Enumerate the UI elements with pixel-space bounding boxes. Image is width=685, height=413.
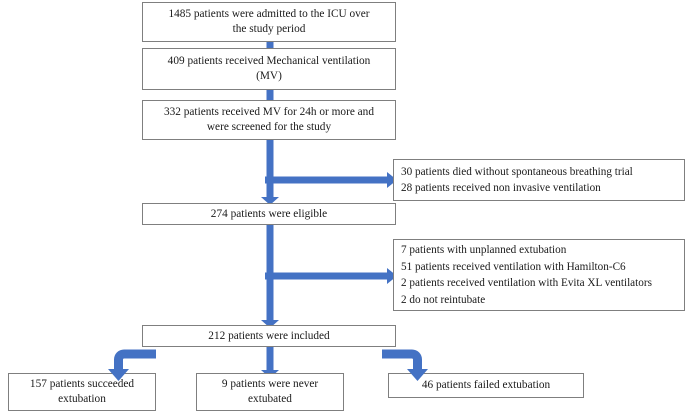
node-succeeded: 157 patients succeeded extubation [8,373,156,411]
node-included: 212 patients were included [142,325,396,347]
connector-screened-to-eligible [261,139,279,205]
node-never-extubated-label: 9 patients were never extubated [221,378,319,405]
connector-eligible-to-excluded-two [265,268,397,284]
node-eligible: 274 patients were eligible [142,203,396,225]
node-failed: 46 patients failed extubation [388,373,584,398]
node-screened: 332 patients received MV for 24h or more… [142,100,396,140]
node-excluded-one-label: 30 patients died without spontaneous bre… [401,165,633,195]
node-succeeded-label: 157 patients succeeded extubation [29,378,135,405]
node-excluded-one: 30 patients died without spontaneous bre… [393,159,685,201]
node-admitted: 1485 patients were admitted to the ICU o… [142,2,396,42]
connector-screened-to-excluded-one [265,172,397,188]
connector-included-to-succeeded [108,349,156,381]
node-excluded-two-label: 7 patients with unplanned extubation 51 … [401,244,652,306]
connector-included-to-never-extubated [261,344,279,378]
node-mechanical-ventilation: 409 patients received Mechanical ventila… [142,48,396,90]
connector-included-to-failed [382,349,428,381]
node-mechanical-ventilation-label: 409 patients received Mechanical ventila… [167,55,371,82]
node-eligible-label: 274 patients were eligible [210,207,328,220]
node-never-extubated: 9 patients were never extubated [196,373,344,411]
node-included-label: 212 patients were included [208,329,330,342]
node-admitted-label: 1485 patients were admitted to the ICU o… [168,8,370,35]
node-screened-label: 332 patients received MV for 24h or more… [164,106,374,133]
node-excluded-two: 7 patients with unplanned extubation 51 … [393,239,685,311]
node-failed-label: 46 patients failed extubation [421,379,551,391]
